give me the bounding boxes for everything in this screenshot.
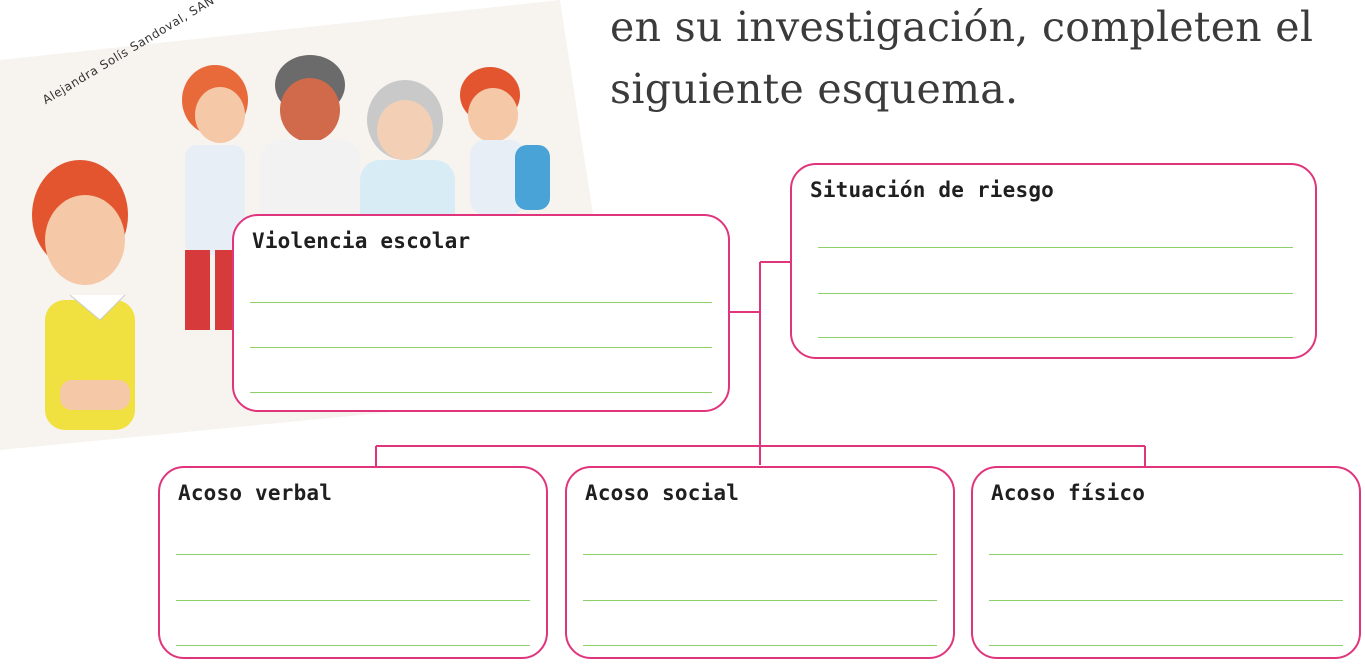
box-acoso-social: Acoso social — [565, 466, 955, 659]
box-title-acoso-verbal: Acoso verbal — [178, 481, 333, 505]
answer-line[interactable] — [989, 600, 1343, 601]
answer-line[interactable] — [250, 302, 712, 303]
instruction-line-1: en su investigación, completen el — [610, 3, 1314, 51]
answer-line[interactable] — [176, 600, 530, 601]
box-title-situacion-riesgo: Situación de riesgo — [810, 178, 1055, 202]
answer-line[interactable] — [583, 600, 937, 601]
answer-line[interactable] — [250, 347, 712, 348]
box-title-acoso-fisico: Acoso físico — [991, 481, 1146, 505]
answer-line[interactable] — [176, 554, 530, 555]
child-backpack-figure — [460, 67, 550, 215]
answer-line[interactable] — [818, 247, 1293, 248]
answer-line[interactable] — [583, 554, 937, 555]
box-title-acoso-social: Acoso social — [585, 481, 740, 505]
answer-line[interactable] — [176, 645, 530, 646]
answer-line[interactable] — [989, 554, 1343, 555]
child-girl-figure — [182, 65, 248, 330]
instruction-text: en su investigación, completen el siguie… — [610, 0, 1350, 120]
child-sad-figure — [32, 160, 135, 430]
box-title-violencia-escolar: Violencia escolar — [252, 229, 471, 253]
child-boy-figure — [260, 55, 360, 230]
box-acoso-verbal: Acoso verbal — [158, 466, 548, 659]
answer-line[interactable] — [818, 337, 1293, 338]
answer-line[interactable] — [583, 645, 937, 646]
answer-line[interactable] — [818, 293, 1293, 294]
answer-line[interactable] — [989, 645, 1343, 646]
box-situacion-riesgo: Situación de riesgo — [790, 163, 1317, 359]
answer-line[interactable] — [250, 392, 712, 393]
box-acoso-fisico: Acoso físico — [971, 466, 1361, 659]
box-violencia-escolar: Violencia escolar — [232, 214, 730, 412]
instruction-line-2: siguiente esquema. — [610, 65, 1019, 113]
